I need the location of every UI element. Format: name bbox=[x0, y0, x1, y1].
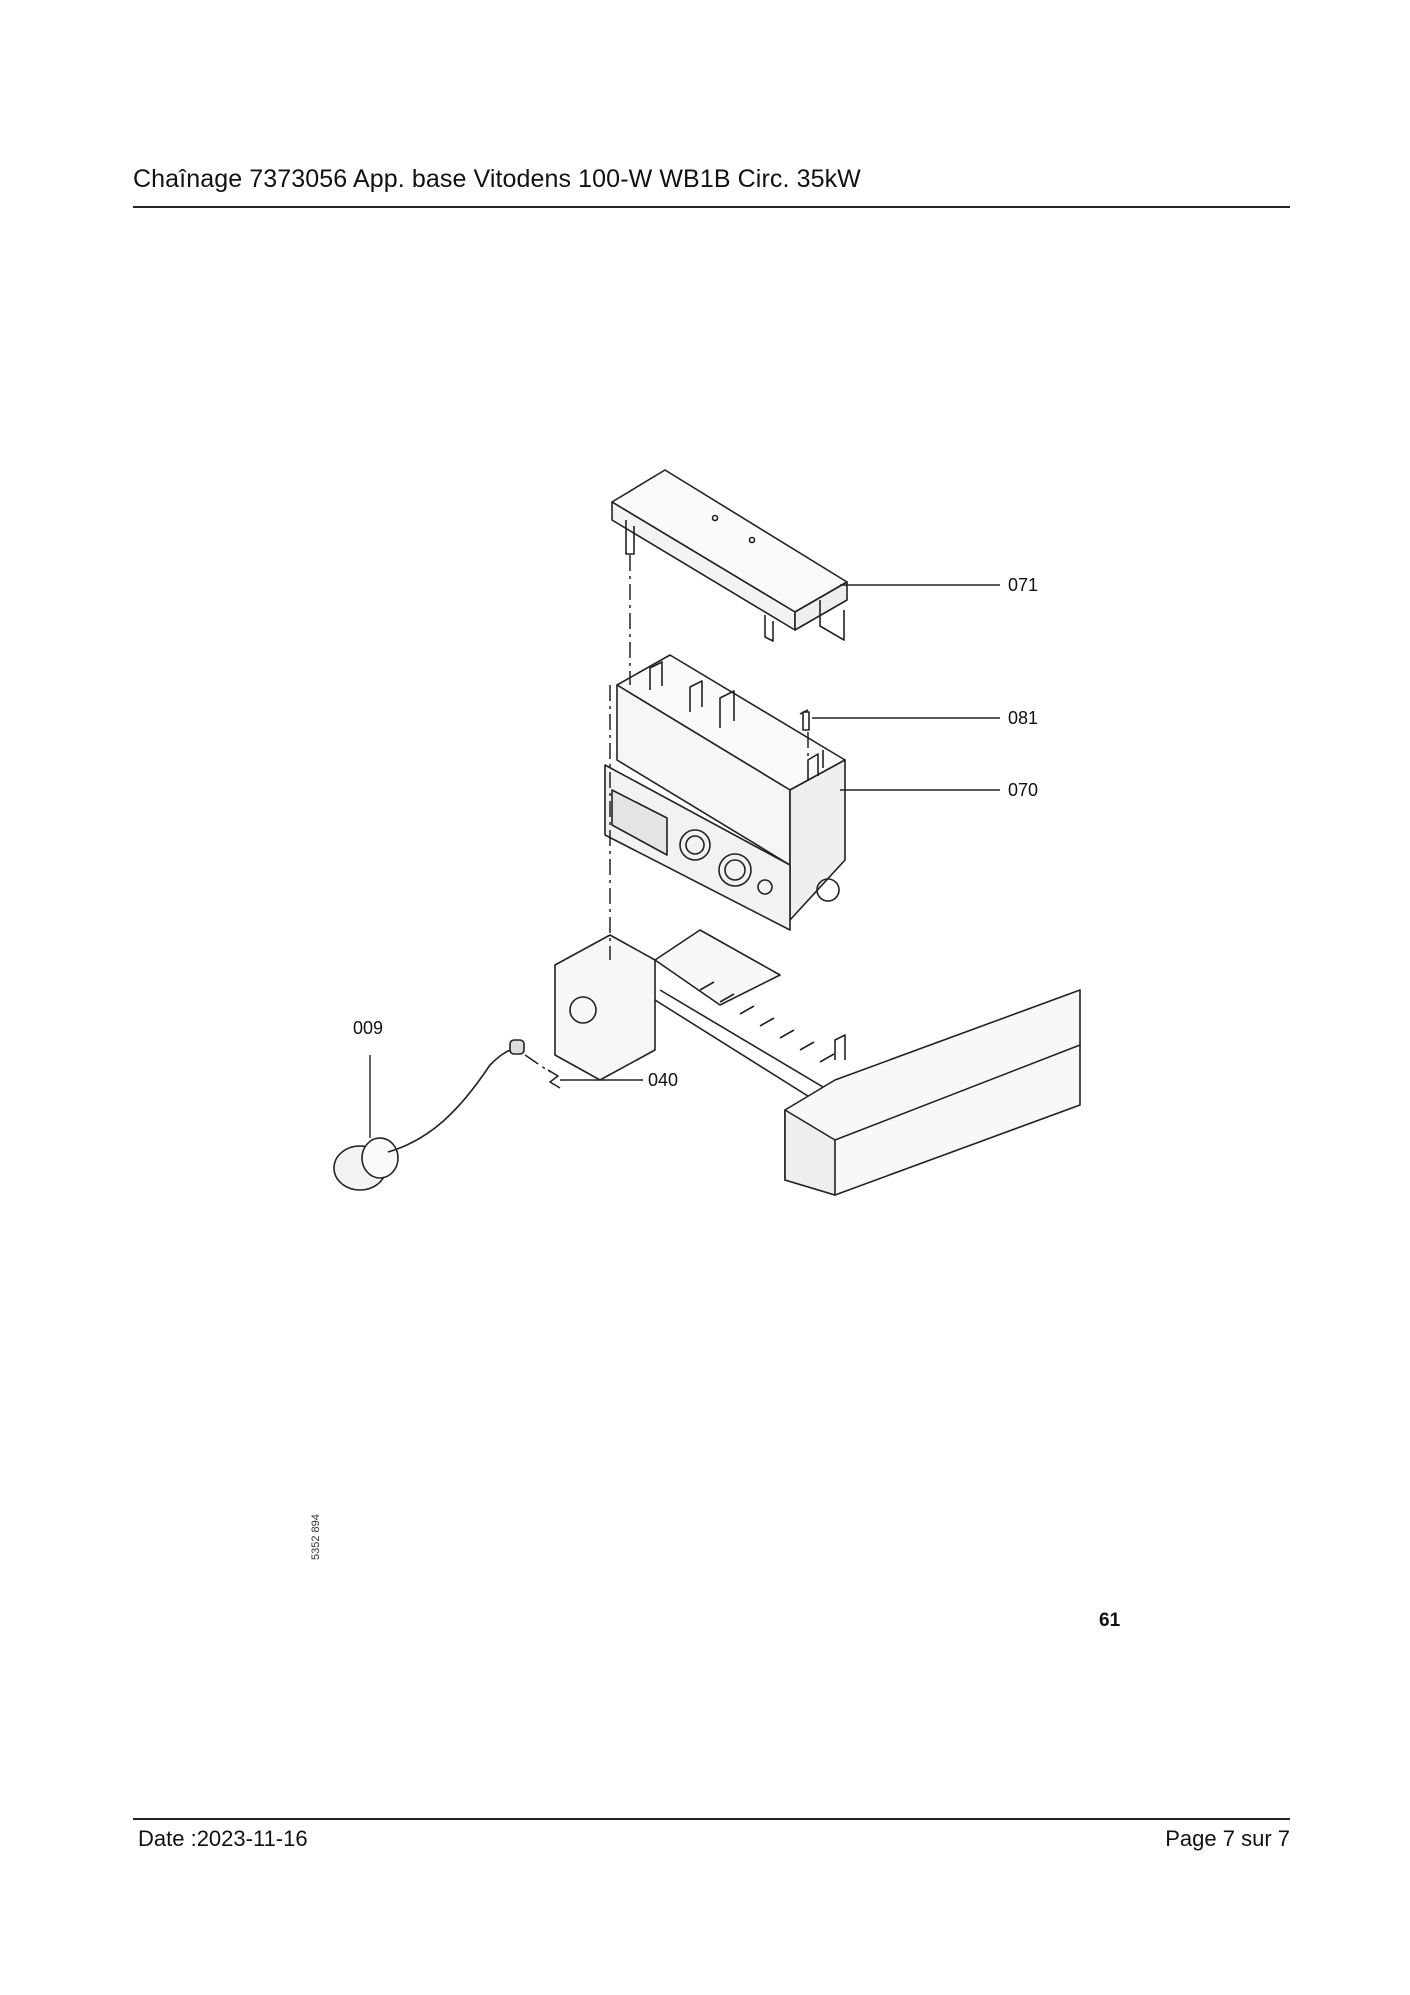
footer-divider bbox=[133, 1818, 1290, 1820]
footer-date: Date :2023-11-16 bbox=[138, 1826, 308, 1851]
callout-081: 081 bbox=[1008, 708, 1038, 728]
page-number: Page 7 sur 7 bbox=[1165, 1826, 1290, 1851]
callout-071: 071 bbox=[1008, 575, 1038, 595]
callout-040: 040 bbox=[648, 1070, 678, 1090]
part-cover-071 bbox=[611, 469, 848, 642]
page-title: Chaînage 7373056 App. base Vitodens 100-… bbox=[133, 165, 861, 193]
part-sensor-009 bbox=[333, 1039, 525, 1191]
part-control-unit-070 bbox=[604, 654, 846, 931]
callout-070: 070 bbox=[1008, 780, 1038, 800]
header-divider bbox=[133, 206, 1290, 208]
part-screw-081 bbox=[799, 709, 810, 731]
sheet-number: 61 bbox=[1099, 1610, 1121, 1631]
leader-lines bbox=[369, 584, 1000, 1138]
callout-009: 009 bbox=[353, 1018, 383, 1038]
part-base-frame bbox=[554, 929, 1081, 1196]
part-clip-040 bbox=[547, 1069, 561, 1089]
assembly-lines bbox=[524, 555, 809, 1073]
document-id: 5352 894 bbox=[310, 1514, 322, 1560]
